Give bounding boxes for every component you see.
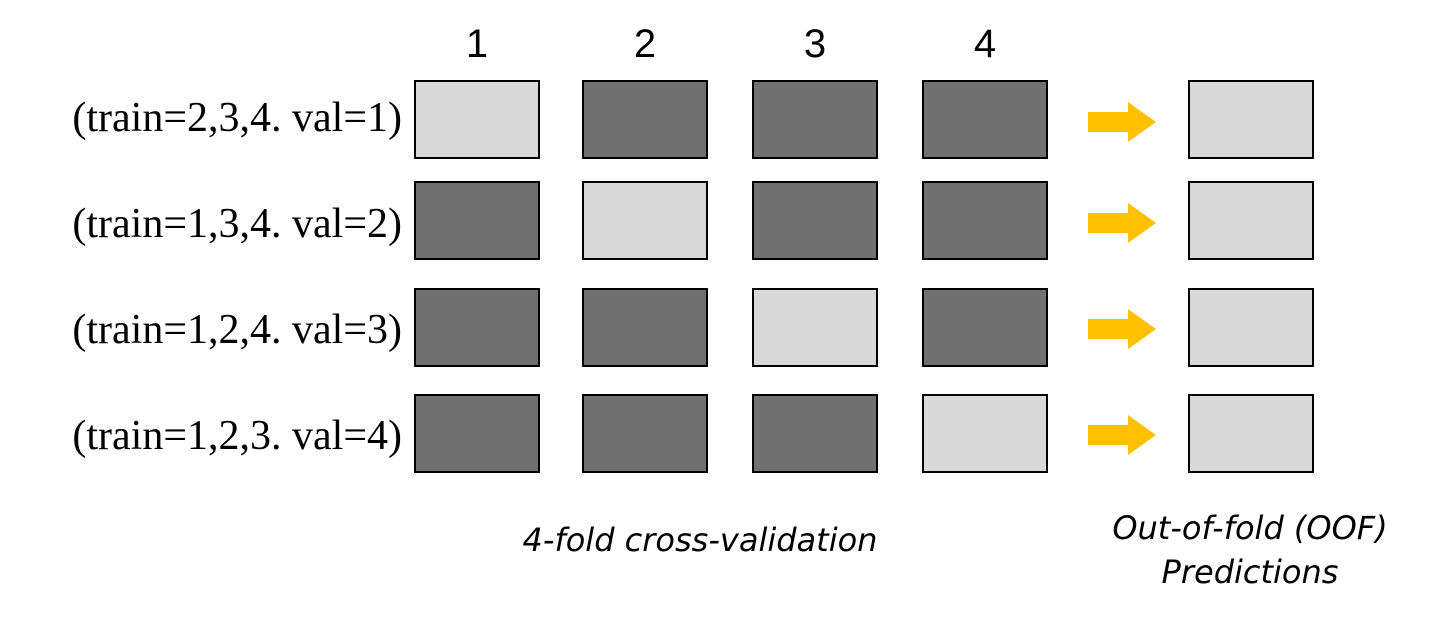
fold-header-4: 4 [973, 22, 997, 66]
fold-box-row3-fold4 [922, 288, 1048, 367]
oof-caption-line1: Out-of-fold (OOF) [1112, 509, 1388, 547]
fold-box-row2-fold1 [414, 181, 540, 260]
fold-header-2: 2 [633, 22, 657, 66]
oof-box-4 [1188, 394, 1314, 473]
row-label-4: (train=1,2,3. val=4) [72, 413, 402, 459]
fold-box-row4-fold4 [922, 394, 1048, 473]
fold-box-row1-fold3 [752, 80, 878, 159]
oof-box-1 [1188, 80, 1314, 159]
fold-box-row4-fold3 [752, 394, 878, 473]
oof-box-3 [1188, 288, 1314, 367]
row-label-1: (train=2,3,4. val=1) [72, 95, 402, 141]
fold-box-row4-fold1 [414, 394, 540, 473]
fold-box-row3-fold1 [414, 288, 540, 367]
arrow-right-icon [1088, 415, 1156, 455]
fold-box-row2-fold2 [582, 181, 708, 260]
cv-caption: 4-fold cross-validation [522, 521, 878, 559]
oof-box-2 [1188, 181, 1314, 260]
row-label-2: (train=1,3,4. val=2) [72, 201, 402, 247]
fold-box-row1-fold4 [922, 80, 1048, 159]
arrow-right-icon [1088, 102, 1156, 142]
fold-header-1: 1 [465, 22, 489, 66]
fold-header-3: 3 [803, 22, 827, 66]
arrow-right-icon [1088, 203, 1156, 243]
fold-box-row1-fold2 [582, 80, 708, 159]
fold-box-row4-fold2 [582, 394, 708, 473]
fold-box-row1-fold1 [414, 80, 540, 159]
fold-box-row3-fold3 [752, 288, 878, 367]
row-label-3: (train=1,2,4. val=3) [72, 307, 402, 353]
arrow-right-icon [1088, 309, 1156, 349]
oof-caption-line2: Predictions [1161, 553, 1339, 591]
fold-box-row2-fold4 [922, 181, 1048, 260]
fold-box-row3-fold2 [582, 288, 708, 367]
fold-box-row2-fold3 [752, 181, 878, 260]
